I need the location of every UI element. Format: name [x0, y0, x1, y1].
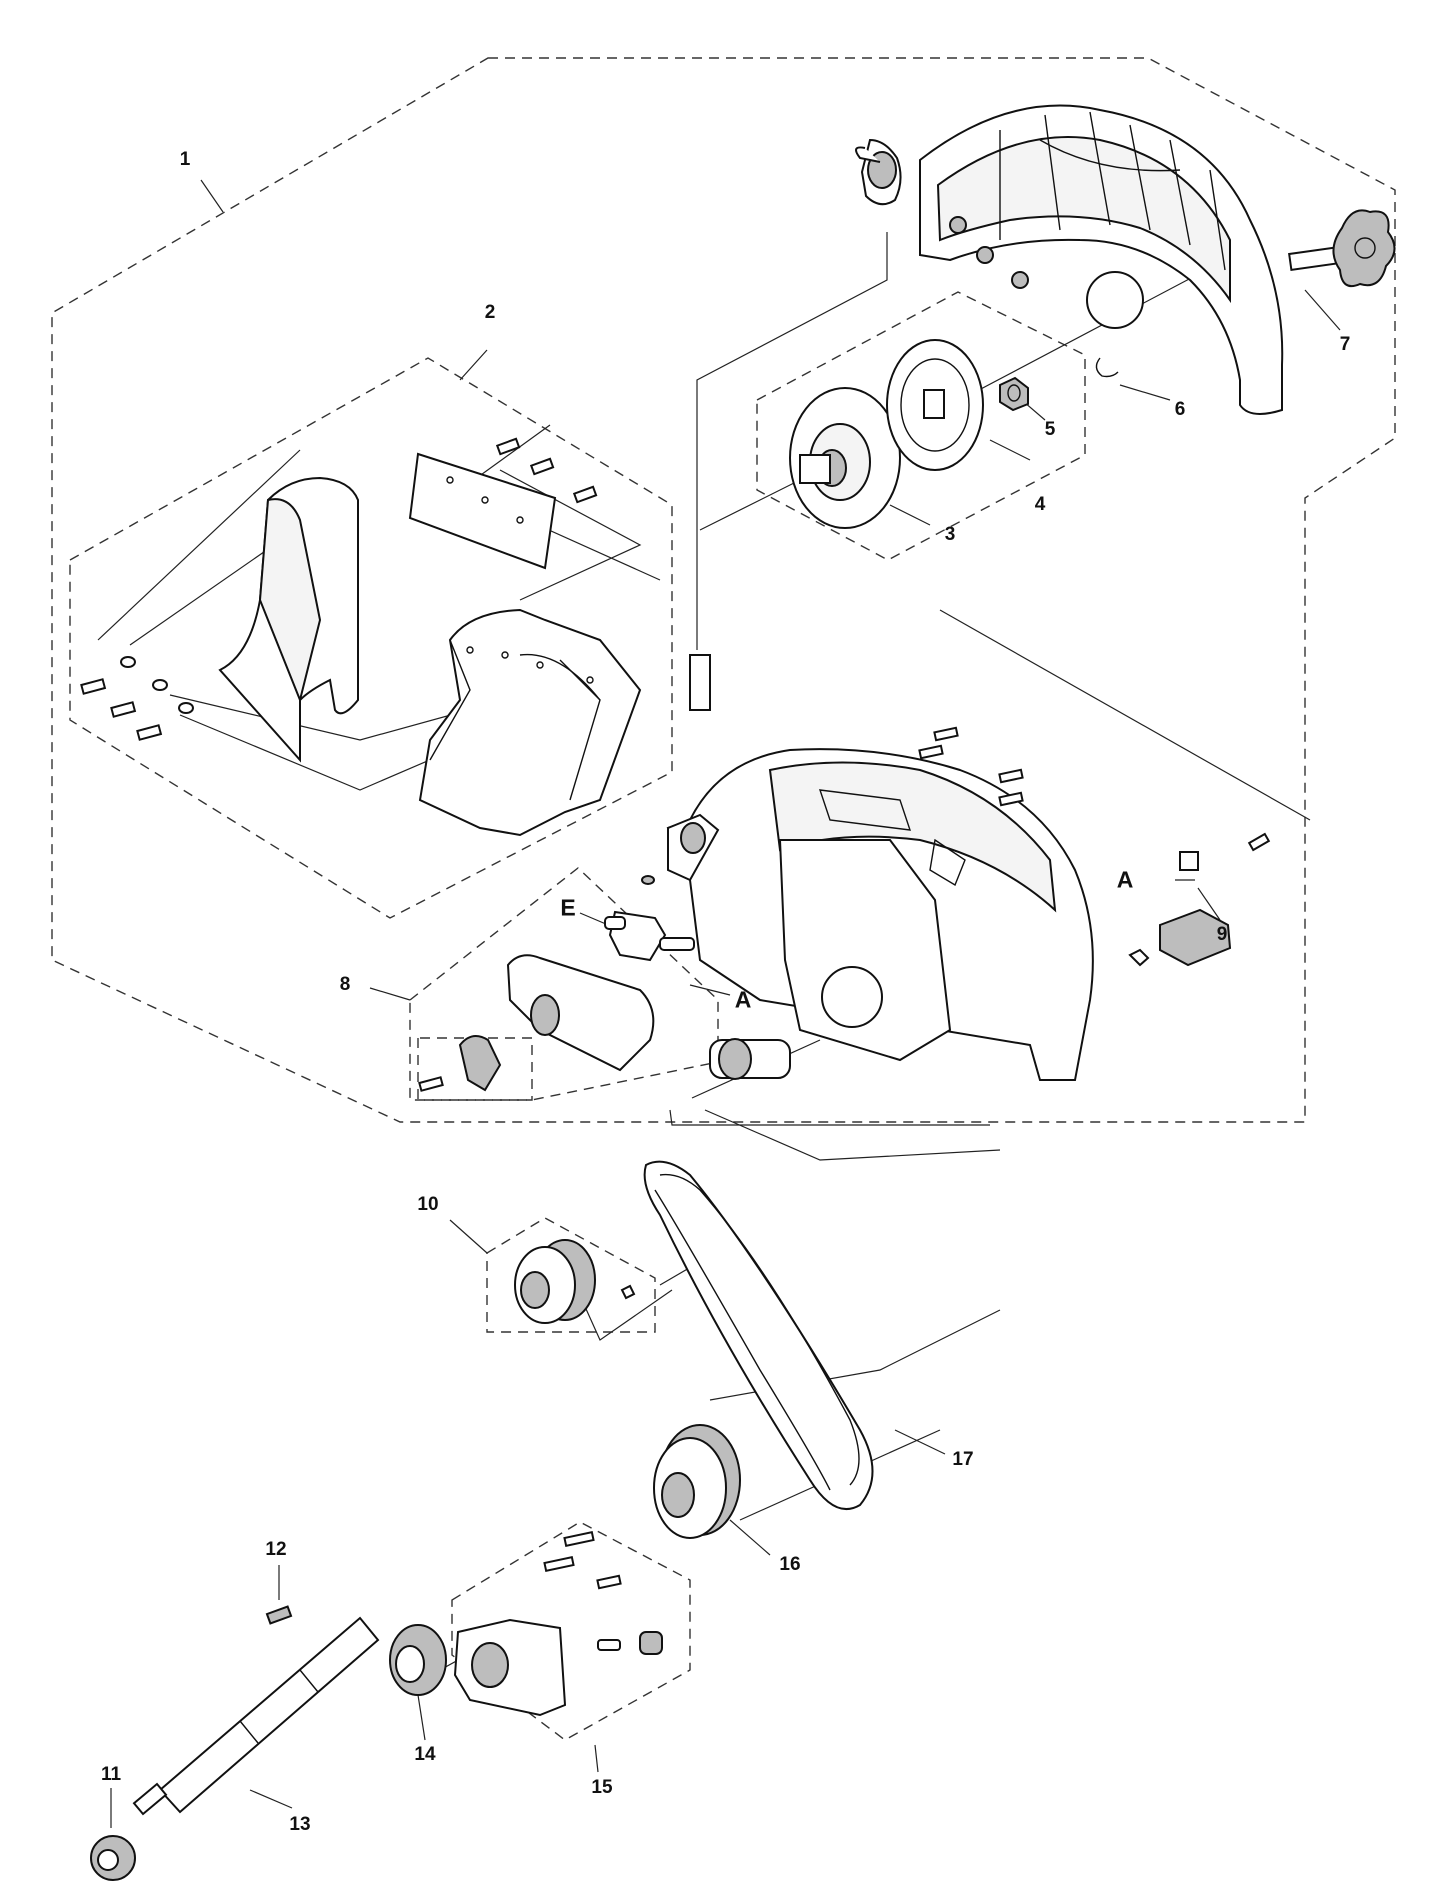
group-3-4-5-boundary [756, 291, 1086, 561]
callout-7: 7 [1339, 334, 1351, 355]
callout-2: 2 [484, 302, 496, 323]
part-11-bearing [90, 1835, 136, 1881]
callout-15: 15 [591, 1777, 613, 1798]
callout-10: 10 [417, 1194, 439, 1215]
part-14-bearing [389, 1624, 447, 1696]
callout-16: 16 [779, 1554, 801, 1575]
group-8-inner-boundary [417, 1037, 533, 1101]
part-6-clip [1095, 357, 1119, 378]
part-17-belt [643, 1160, 874, 1510]
callout-14: 14 [414, 1744, 436, 1765]
part-3-flange [789, 387, 901, 529]
part-13-shaft [132, 1616, 380, 1816]
part-2-screws [80, 437, 598, 741]
lower-guard-screws [918, 726, 1024, 807]
marker-a-right: A [1116, 866, 1134, 893]
callout-1: 1 [179, 149, 191, 170]
part-4-outer-flange [886, 339, 984, 471]
lower-blade-guard [641, 654, 1094, 1081]
callout-8: 8 [339, 974, 351, 995]
marker-a-fitting: A [734, 986, 752, 1013]
callout-9: 9 [1216, 924, 1228, 945]
group-1-boundary [51, 57, 1396, 1123]
callout-17: 17 [952, 1449, 974, 1470]
callout-13: 13 [289, 1814, 311, 1835]
callout-4: 4 [1034, 494, 1046, 515]
part-7-knob [1288, 209, 1396, 288]
part-10-pulley [514, 1239, 636, 1324]
part-9-bracket [1128, 832, 1271, 967]
part-2-guard-plates [218, 452, 642, 837]
part-16-pulley [653, 1424, 741, 1539]
callout-6: 6 [1174, 399, 1186, 420]
callout-5: 5 [1044, 419, 1056, 440]
marker-e-fitting: E [560, 894, 576, 921]
leader-lines [97, 179, 1341, 1828]
group-15-boundary [451, 1521, 691, 1741]
group-10-boundary [486, 1217, 656, 1333]
callout-3: 3 [944, 524, 956, 545]
group-2-boundary [69, 357, 673, 919]
callout-11: 11 [100, 1764, 122, 1785]
part-15-bearing-bracket [453, 1530, 663, 1717]
callout-12: 12 [265, 1539, 287, 1560]
upper-blade-guard [855, 104, 1284, 415]
part-8-water-kit [418, 910, 791, 1092]
part-12-key [265, 1605, 293, 1625]
part-5-nut [999, 376, 1029, 412]
